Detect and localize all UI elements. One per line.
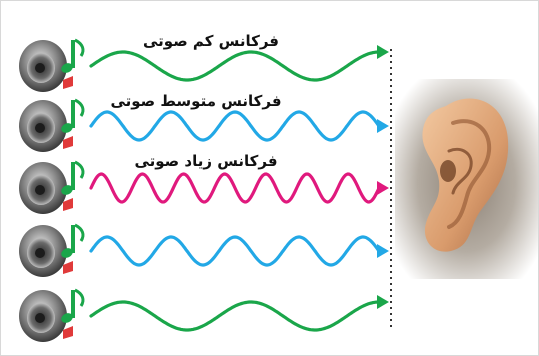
music-note-icon xyxy=(61,223,85,274)
ear-icon xyxy=(422,98,509,252)
low-frequency-wave-bottom xyxy=(89,300,381,332)
speaker-icon xyxy=(19,288,85,342)
medium-frequency-label: فرکانس متوسط صوتی xyxy=(110,92,281,110)
arrow-head-icon xyxy=(377,119,389,133)
medium-frequency-wave-2 xyxy=(89,235,381,267)
low-frequency-wave-top xyxy=(89,50,381,82)
speaker-icon xyxy=(19,38,85,92)
music-note-icon xyxy=(61,38,85,89)
arrow-head-icon xyxy=(377,45,389,59)
music-note-icon xyxy=(61,160,85,211)
waves-group xyxy=(89,45,389,332)
ear-image xyxy=(395,79,538,279)
high-frequency-label: فرکانس زیاد صوتی xyxy=(134,152,277,170)
music-note-icon xyxy=(61,98,85,149)
low-frequency-label: فرکانس کم صوتی xyxy=(143,32,279,50)
high-frequency-wave xyxy=(89,172,381,204)
arrow-head-icon xyxy=(377,244,389,258)
medium-frequency-wave-1 xyxy=(89,110,381,142)
speakers-column xyxy=(19,38,85,342)
arrow-head-icon xyxy=(377,295,389,309)
speaker-icon xyxy=(19,160,85,214)
speaker-icon xyxy=(19,223,85,277)
music-note-icon xyxy=(61,288,85,339)
arrow-head-icon xyxy=(377,181,389,195)
speaker-icon xyxy=(19,98,85,152)
